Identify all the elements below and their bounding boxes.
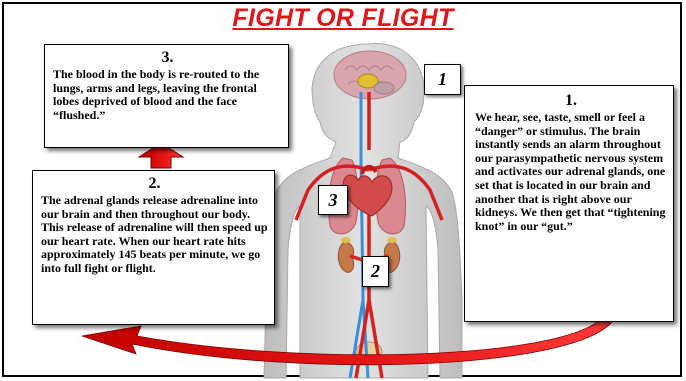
step-1-number: 1. — [475, 92, 667, 110]
step-3-text: The blood in the body is re-routed to th… — [53, 68, 282, 122]
step-3-number: 3. — [53, 49, 282, 67]
label-tag-2: 2 — [362, 256, 389, 287]
step-1-box: 1. We hear, see, taste, smell or feel a … — [464, 85, 674, 322]
step-1-text: We hear, see, taste, smell or feel a “da… — [475, 111, 667, 233]
page-title: FIGHT OR FLIGHT — [0, 4, 686, 33]
label-tag-3: 3 — [318, 185, 348, 215]
step-2-box: 2. The adrenal glands release adrenaline… — [32, 170, 275, 325]
label-tag-1: 1 — [424, 64, 461, 95]
step-2-number: 2. — [41, 175, 268, 193]
brain — [334, 51, 406, 99]
step-3-box: 3. The blood in the body is re-routed to… — [44, 44, 289, 148]
step-2-text: The adrenal glands release adrenaline in… — [41, 194, 268, 276]
